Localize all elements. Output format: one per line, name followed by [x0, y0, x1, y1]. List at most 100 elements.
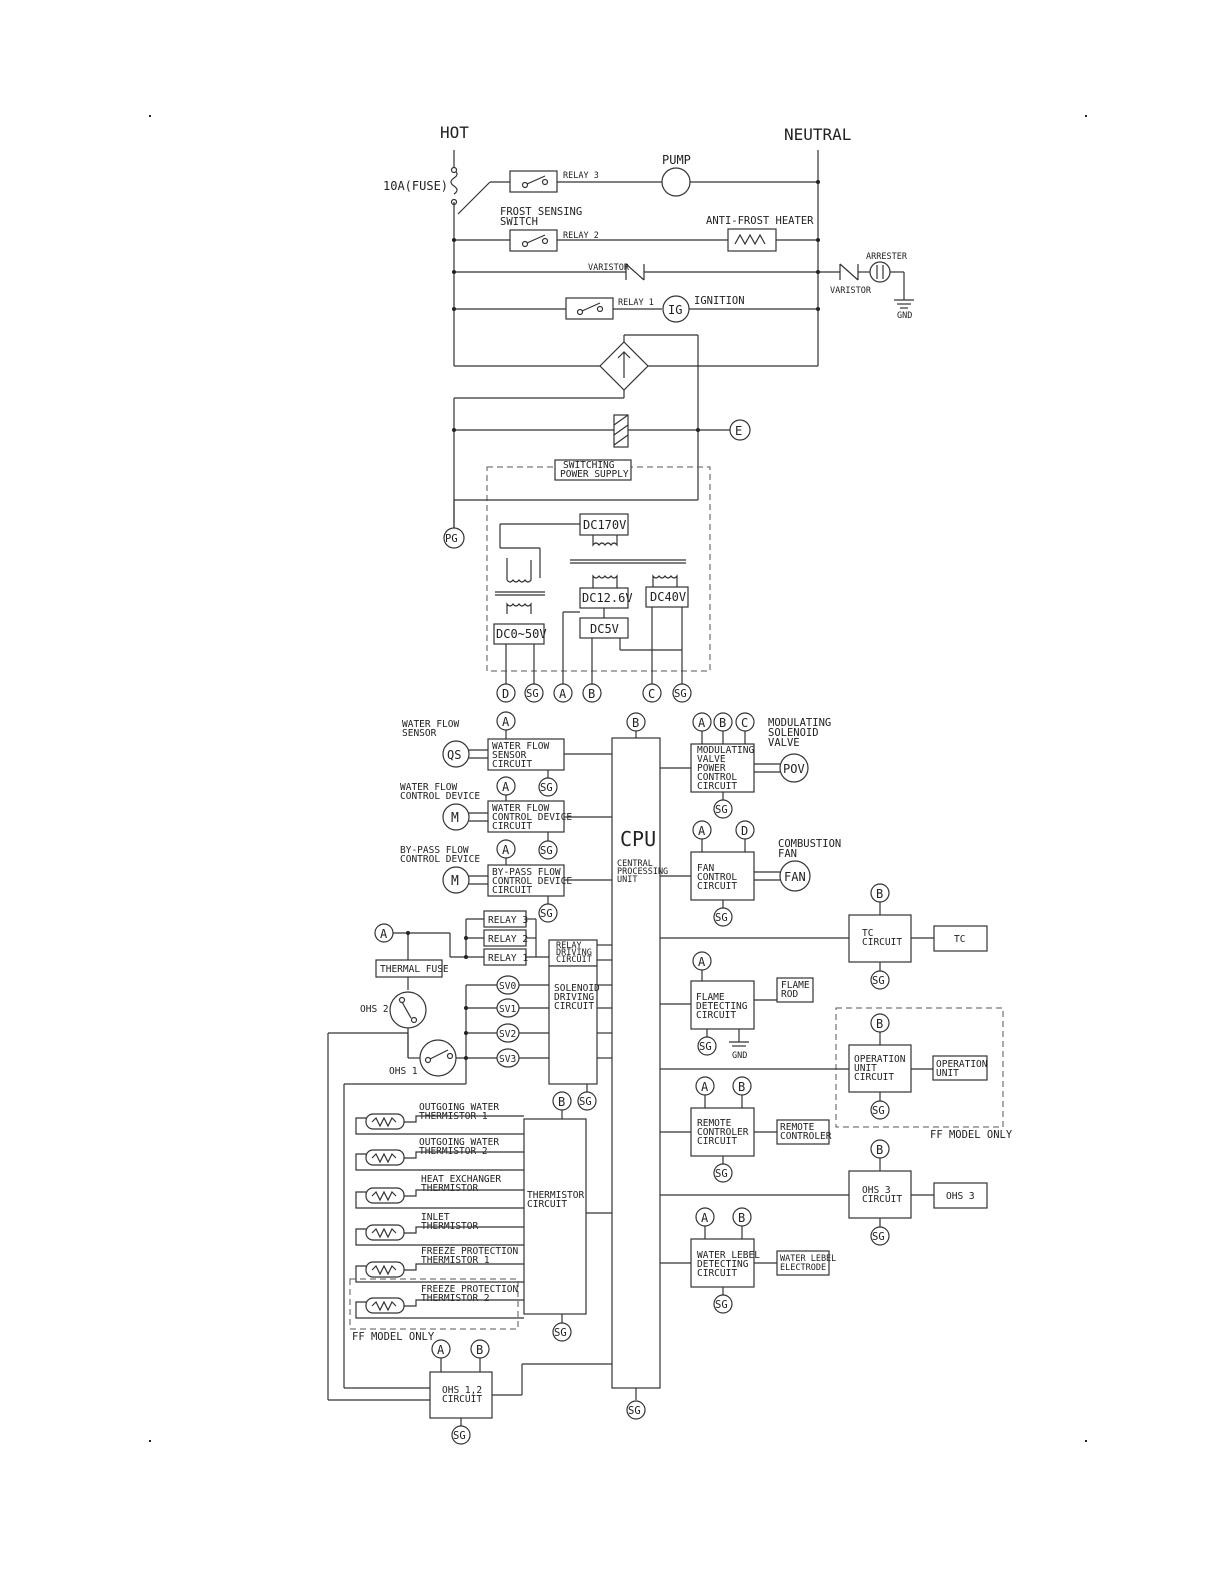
dc12-6v-label: DC12.6V: [582, 591, 633, 605]
pump-icon: [661, 167, 691, 197]
relay-driving-1: RELAY: [556, 941, 582, 951]
relay-driving-circuit-box: [548, 939, 598, 967]
mod-b-terminal: B: [719, 716, 726, 730]
operation-unit-box: [932, 1055, 988, 1081]
switching-label-1: SWITCHING: [563, 460, 615, 471]
pg-terminal: [443, 527, 465, 549]
sv1-label: SV1: [499, 1004, 516, 1015]
ohs12-group: A B OHS 1,2 CIRCUIT SG: [429, 1339, 612, 1445]
cpu-sub-1: CENTRAL: [617, 859, 653, 869]
wfs-label-1: WATER FLOW: [402, 719, 459, 730]
mod-box-5: CIRCUIT: [697, 781, 737, 792]
bp-sg-terminal: SG: [540, 908, 553, 920]
thermistor-item-2: OUTGOING WATER THERMISTOR 2: [355, 1137, 524, 1171]
ff-model-boundary-left: [349, 1278, 519, 1330]
solenoid-2: DRIVING: [554, 992, 594, 1003]
operation-unit-group: B OPERATION UNIT CIRCUIT OPERATION UNIT …: [660, 1007, 1013, 1141]
qs-label: QS: [447, 748, 461, 762]
wl-box-3: CIRCUIT: [697, 1268, 737, 1279]
cpu-box: [611, 737, 661, 1389]
ff-model-boundary-right: [835, 1007, 1004, 1128]
sv0-label: SV0: [499, 981, 516, 992]
power-supply-section: E SWITCHING POWER SUPPLY PG DC170V DC12.…: [443, 414, 751, 703]
out-terminal-c: C: [648, 687, 655, 701]
ohs2-icon: [389, 991, 427, 1029]
remote-controller-group: A B REMOTE CONTROLER CIRCUIT REMOTE CONT…: [660, 1076, 832, 1183]
out-terminal-sg-1: SG: [526, 688, 539, 700]
tc-unit-label: TC: [954, 934, 965, 945]
dc0-50v-box: [493, 623, 545, 645]
cpu-sg-terminal: SG: [628, 1405, 641, 1417]
out-terminal-sg-2: SG: [674, 688, 687, 700]
page-corner-marks: [149, 115, 1087, 1442]
wfc-m-label: M: [451, 811, 459, 826]
wl-box-1: WATER LEBEL: [697, 1250, 760, 1261]
rc-box-2: CONTROLER: [697, 1127, 749, 1138]
fan-d-terminal: D: [741, 824, 748, 838]
wl-unit-1: WATER LEBEL: [780, 1254, 836, 1264]
relay3-box-label: RELAY 3: [488, 915, 528, 926]
relay-solenoid-group: A RELAY 3 RELAY 2 RELAY 1 RELAY DRIVING …: [327, 910, 612, 1401]
ohs3-unit-box: [933, 1182, 988, 1209]
flame-rod-box: [776, 977, 814, 1003]
ohs3-unit-label: OHS 3: [946, 1191, 975, 1202]
thermistor-item-6: FREEZE PROTECTION THERMISTOR 2: [349, 1278, 524, 1330]
hot-label: HOT: [440, 123, 469, 142]
thermistor-3-label-2: THERMISTOR: [421, 1183, 478, 1194]
bp-label-1: BY-PASS FLOW: [400, 845, 469, 856]
solenoid-b-terminal: B: [558, 1095, 565, 1109]
anti-frost-heater-icon: [727, 228, 777, 252]
switching-label-2: POWER SUPPLY: [560, 469, 629, 480]
thermistor-4-label-1: INLET: [421, 1212, 450, 1223]
mod-label-2: SOLENOID: [768, 727, 819, 739]
mod-label-3: VALVE: [768, 737, 800, 749]
op-unit-1: OPERATION: [936, 1059, 988, 1070]
anti-frost-label: ANTI-FROST HEATER: [706, 215, 814, 227]
relay-a-terminal: A: [380, 927, 388, 941]
fan-label-1: COMBUSTION: [778, 838, 841, 850]
bp-a-terminal: A: [502, 843, 510, 857]
bp-box-3: CIRCUIT: [492, 885, 532, 896]
solenoid-sg-terminal: SG: [579, 1096, 592, 1108]
bypass-flow-control-circuit-box: [487, 864, 565, 897]
op-b-terminal: B: [876, 1017, 883, 1031]
cpu-sub-2: PROCESSING: [617, 867, 668, 877]
thermistor-1-label-1: OUTGOING WATER: [419, 1102, 499, 1113]
fan-label-2: FAN: [778, 848, 797, 860]
water-level-group: A B WATER LEBEL DETECTING CIRCUIT WATER …: [660, 1207, 836, 1314]
wfs-box-1: WATER FLOW: [492, 741, 549, 752]
op-sg-terminal: SG: [872, 1105, 885, 1117]
ohs12-box-1: OHS 1,2: [442, 1385, 482, 1396]
tc-group: B TC CIRCUIT TC SG: [660, 883, 988, 990]
ohs12-a-terminal: A: [437, 1343, 445, 1357]
thermistor-item-3: HEAT EXCHANGER THERMISTOR: [355, 1174, 524, 1209]
thermistor-5-label-2: THERMISTOR 1: [421, 1255, 490, 1266]
rc-box-1: REMOTE: [697, 1118, 732, 1129]
ohs12-box-2: CIRCUIT: [442, 1394, 482, 1405]
op-box-3: CIRCUIT: [854, 1072, 894, 1083]
flame-detecting-circuit-box: [690, 980, 755, 1030]
flame-a-terminal: A: [698, 955, 706, 969]
rc-b-terminal: B: [738, 1080, 745, 1094]
flame-gnd-label: GND: [732, 1051, 747, 1061]
fan-a-terminal: A: [698, 824, 706, 838]
neutral-label: NEUTRAL: [784, 125, 851, 144]
solenoid-driving-circuit-box: [548, 965, 598, 1085]
flame-box-3: CIRCUIT: [696, 1010, 736, 1021]
flame-box-1: FLAME: [696, 992, 725, 1003]
flame-rod-1: FLAME: [781, 980, 810, 991]
cpu-block: B CPU CENTRAL PROCESSING UNIT SG: [611, 712, 668, 1420]
fan-label: FAN: [784, 870, 806, 884]
fan-box-3: CIRCUIT: [697, 881, 737, 892]
fan-control-group: A D COMBUSTION FAN FAN CONTROL CIRCUIT F…: [660, 820, 841, 927]
flame-sg-terminal: SG: [699, 1041, 712, 1053]
relay2-box-label: RELAY 2: [488, 934, 528, 945]
wfs-box-2: SENSOR: [492, 750, 527, 761]
modulating-valve-circuit-box: [690, 743, 755, 793]
mod-box-4: CONTROL: [697, 772, 737, 783]
relay-driving-3: CIRCUIT: [556, 955, 592, 965]
wfc-box-3: CIRCUIT: [492, 821, 532, 832]
solenoid-3: CIRCUIT: [554, 1001, 594, 1012]
frost-switch-label-2: SWITCH: [500, 216, 538, 228]
